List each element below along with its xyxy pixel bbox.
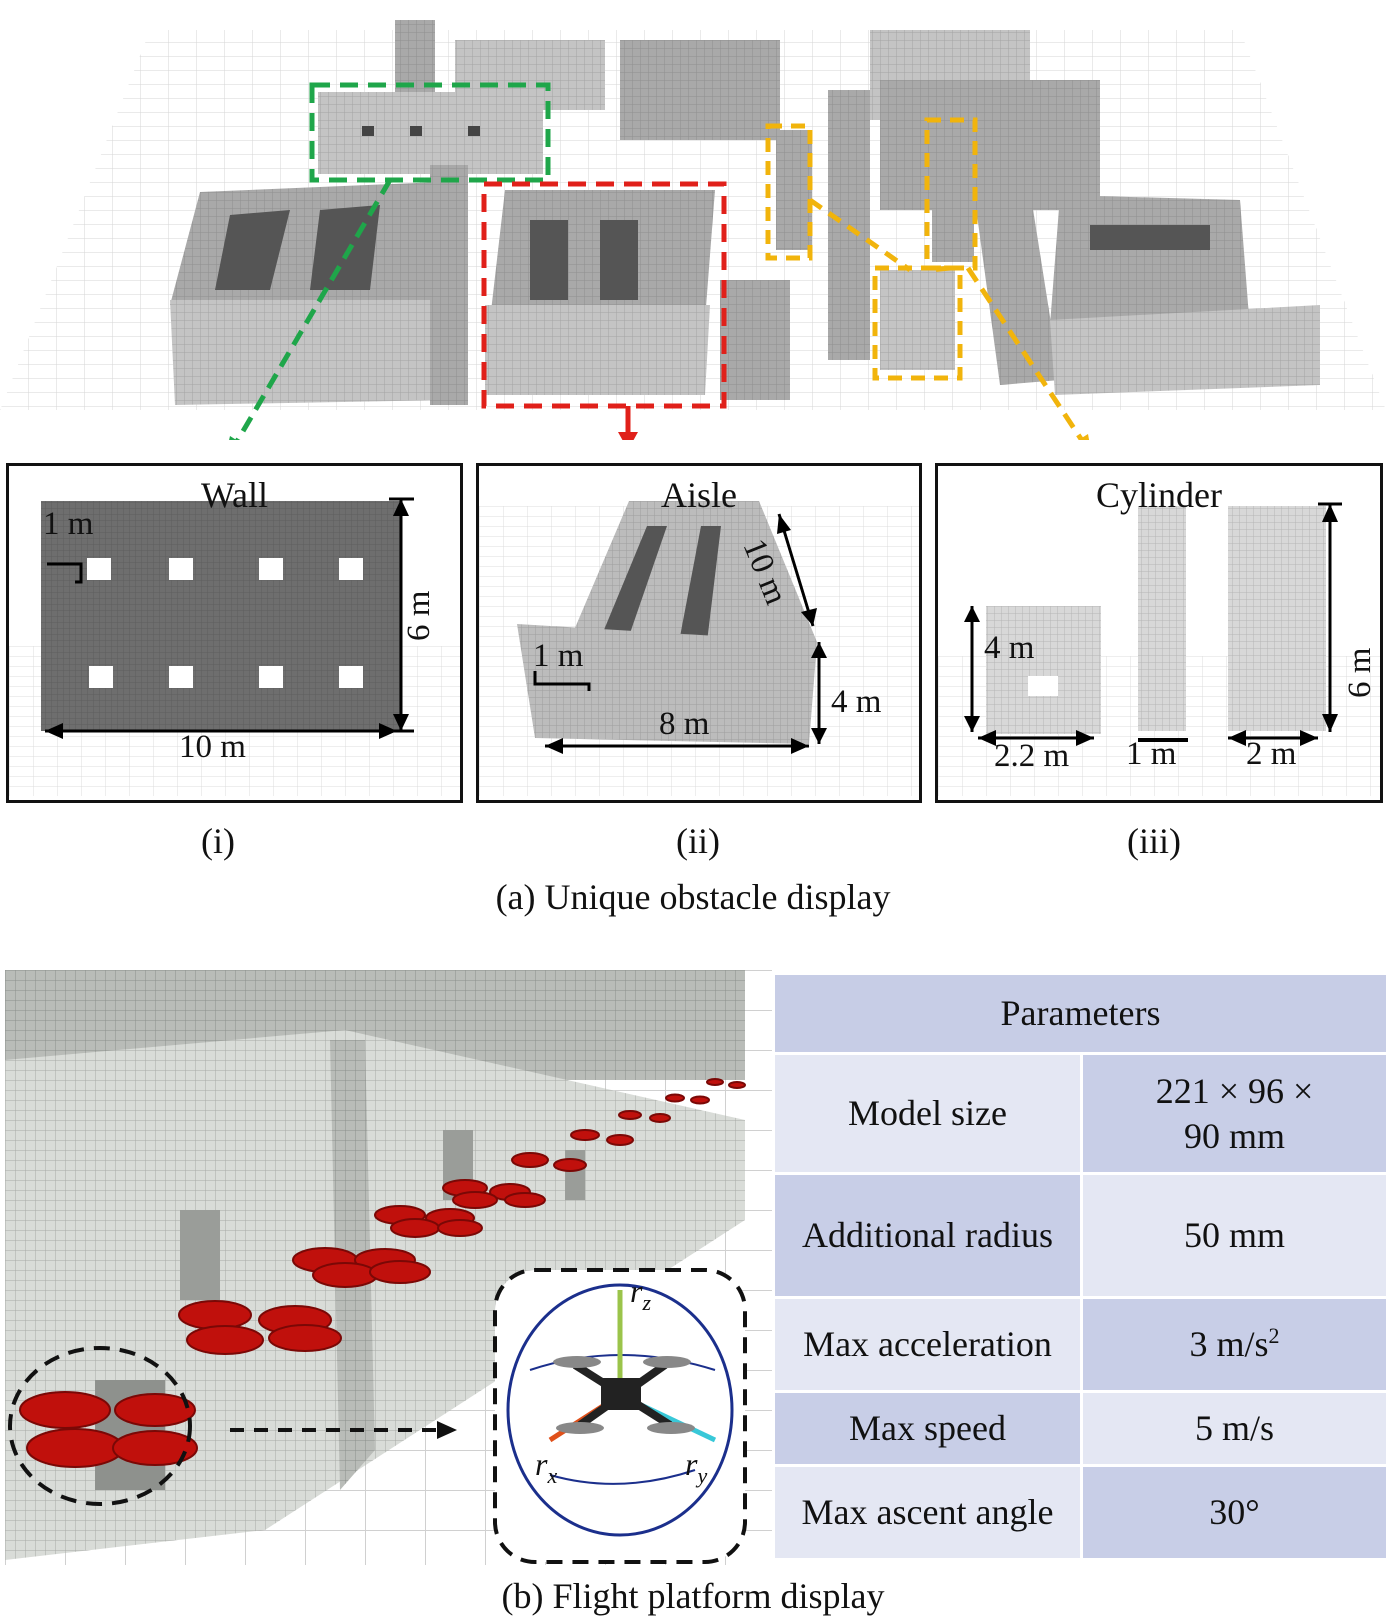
aisle-front — [517, 624, 817, 744]
row-label: Additional radius — [772, 1172, 1083, 1299]
row-label: Model size — [772, 1052, 1083, 1175]
aisle-drawing — [479, 501, 919, 796]
bg-wall — [395, 20, 435, 100]
drone-inset — [493, 1268, 747, 1564]
cylinder-highlight-box — [872, 265, 963, 381]
row-value: 50 mm — [1080, 1172, 1386, 1299]
cylinder-arrow — [965, 266, 1085, 440]
drone-focus-circle — [8, 1346, 192, 1506]
cylinder-tall-height-dim: 6 m — [1342, 647, 1378, 698]
cylinder-title: Cylinder — [1096, 475, 1222, 515]
wall-arrow — [234, 178, 393, 440]
table-row: Model size 221 × 96 × 90 mm — [772, 1052, 1386, 1175]
wall-width-dim: 10 m — [179, 729, 246, 765]
column-obstacle — [776, 130, 812, 250]
axis-label-x: rx — [535, 1446, 557, 1488]
wall-drawing — [9, 497, 460, 796]
obstacle-scene — [0, 20, 1386, 440]
subfig-label-ii: (ii) — [676, 821, 720, 861]
caption-b: (b) Flight platform display — [501, 1576, 885, 1616]
table-row: Max acceleration 3 m/s2 — [772, 1296, 1386, 1393]
short-cylinder — [986, 606, 1101, 734]
row-label: Max ascent angle — [772, 1464, 1083, 1561]
wall-height-dim: 6 m — [401, 590, 437, 641]
wall-obstacle — [318, 92, 543, 174]
table-row: Additional radius 50 mm — [772, 1172, 1386, 1299]
table-row: Max ascent angle 30° — [772, 1464, 1386, 1561]
wall-shape — [41, 501, 401, 731]
row-value: 221 × 96 × 90 mm — [1080, 1052, 1386, 1175]
row-label: Max speed — [772, 1390, 1083, 1467]
aisle-height-dim: 4 m — [831, 684, 882, 720]
drone-model — [572, 1361, 673, 1429]
row-value: 3 m/s2 — [1080, 1296, 1386, 1393]
wall-panel: Wall 1 m 6 m 10 m — [6, 463, 463, 803]
cube-obstacle — [880, 270, 955, 370]
aisle-panel: Aisle 10 m 1 m 4 m 8 m — [476, 463, 922, 803]
subfig-label-iii: (iii) — [1127, 821, 1181, 861]
axis-label-z: rz — [630, 1273, 651, 1315]
wall-hole-dim: 1 m — [43, 506, 94, 542]
aisle-highlight-box — [481, 181, 727, 409]
drone-trajectory — [19, 1078, 746, 1468]
axis-label-y: ry — [685, 1446, 707, 1488]
row-value: 30° — [1080, 1464, 1386, 1561]
cylinder-short-width-dim: 2.2 m — [994, 738, 1070, 774]
bg-wall — [620, 40, 780, 140]
cylinder-highlight-box — [765, 123, 813, 261]
cylinder-panel: Cylinder 4 m 2.2 m 1 m 2 m 6 m — [935, 463, 1383, 803]
column-obstacle — [932, 122, 974, 262]
cylinder-tall-width-dim: 2 m — [1246, 736, 1297, 772]
bg-wall — [880, 80, 1100, 210]
aisle-obstacle-left — [170, 182, 445, 310]
aisle-hole-dim: 1 m — [533, 638, 584, 674]
aisle-width-dim: 8 m — [659, 706, 710, 742]
flight-scene: rz rx ry — [5, 970, 772, 1565]
cylinder-thin-width-dim: 1 m — [1126, 736, 1177, 772]
wall-title: Wall — [200, 475, 269, 515]
aisle-title: Aisle — [661, 475, 737, 515]
tall-cylinder — [1228, 506, 1326, 731]
wall-highlight-box — [309, 82, 551, 183]
cylinder-drawing — [938, 502, 1380, 796]
table-header: Parameters — [772, 972, 1386, 1055]
row-value: 5 m/s — [1080, 1390, 1386, 1467]
thin-cylinder — [1138, 506, 1186, 731]
cylinder-short-height-dim: 4 m — [984, 630, 1035, 666]
table-row: Max speed 5 m/s — [772, 1390, 1386, 1467]
row-label: Max acceleration — [772, 1296, 1083, 1393]
caption-a: (a) Unique obstacle display — [495, 877, 891, 917]
parameter-table: Parameters Model size 221 × 96 × 90 mm A… — [772, 972, 1386, 1561]
subfig-label-i: (i) — [201, 821, 235, 861]
aisle-obstacle-right — [1050, 195, 1250, 330]
